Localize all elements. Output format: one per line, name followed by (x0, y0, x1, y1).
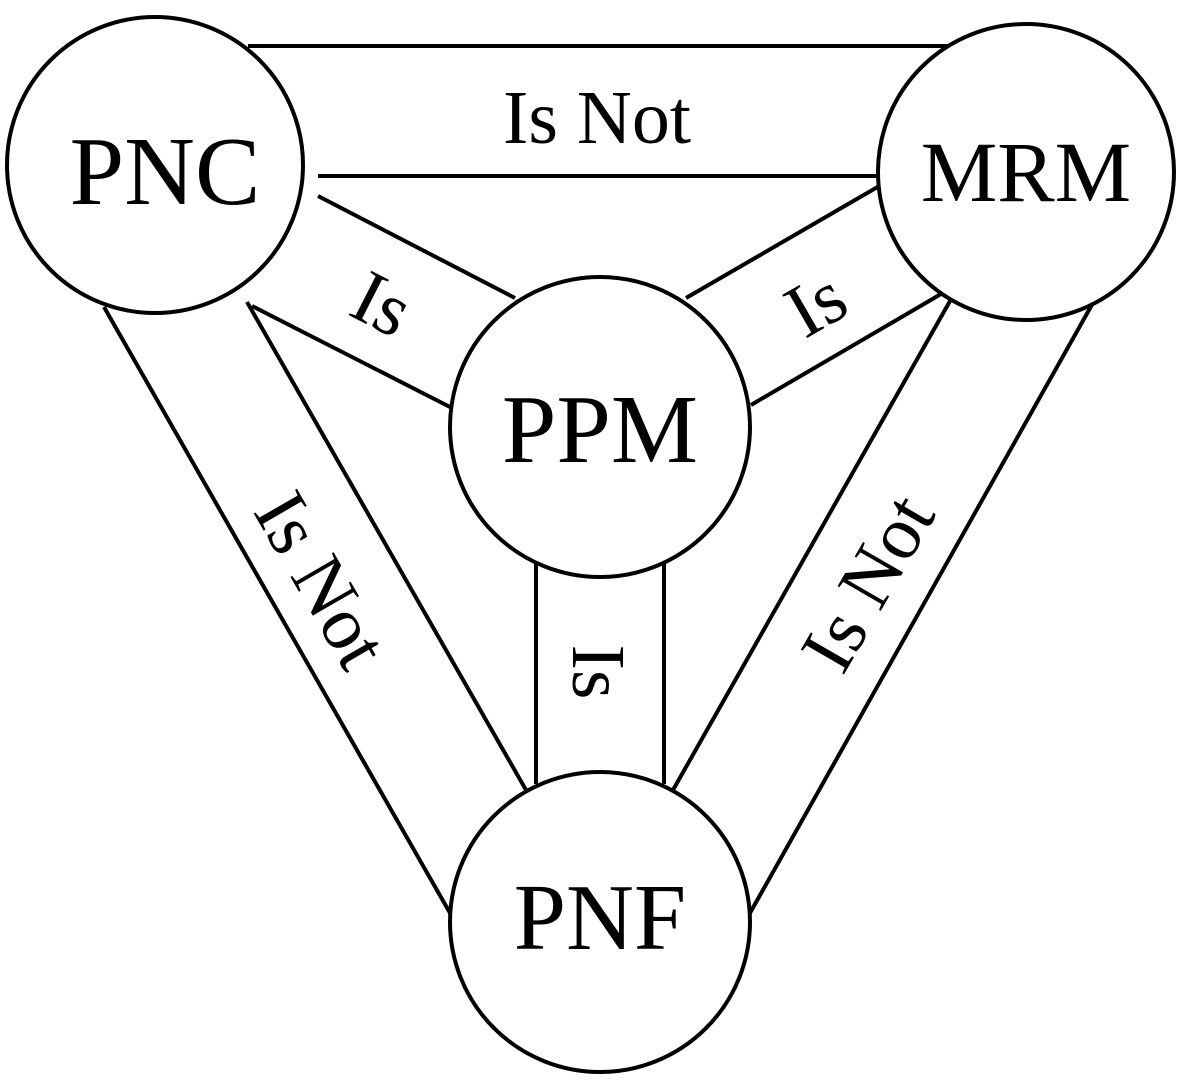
edge-pnc-ppm (251, 194, 516, 409)
edge-label-ppm-pnf: Is (556, 645, 640, 700)
edge-label-pnc-ppm: Is (338, 254, 425, 354)
edge-label-mrm-ppm: Is (771, 254, 861, 354)
node-ppm: PPM (448, 275, 752, 579)
node-pnc-label: PNC (70, 118, 261, 226)
edge-mrm-ppm (684, 183, 943, 407)
edge-ppm-pnf (534, 562, 666, 784)
edge-pnc-pnf (102, 301, 528, 914)
node-pnf: PNF (448, 770, 752, 1074)
edge-mrm-pnf (671, 293, 1100, 914)
edge-label-pnc-pnf: Is Not (238, 478, 405, 683)
edge-label-pnc-mrm: Is Not (503, 76, 691, 160)
node-pnf-circle (448, 770, 752, 1074)
node-ppm-circle (448, 275, 752, 579)
edge-label-mrm-pnf: Is Not (785, 481, 952, 686)
node-pnc: PNC (5, 15, 305, 315)
node-ppm-label: PPM (502, 376, 698, 484)
node-mrm-label: MRM (921, 124, 1131, 220)
node-pnc-circle (5, 15, 305, 315)
node-mrm: MRM (876, 22, 1176, 322)
node-mrm-circle (876, 22, 1176, 322)
edge-pnc-mrm (248, 44, 955, 178)
node-pnf-label: PNF (514, 866, 686, 970)
